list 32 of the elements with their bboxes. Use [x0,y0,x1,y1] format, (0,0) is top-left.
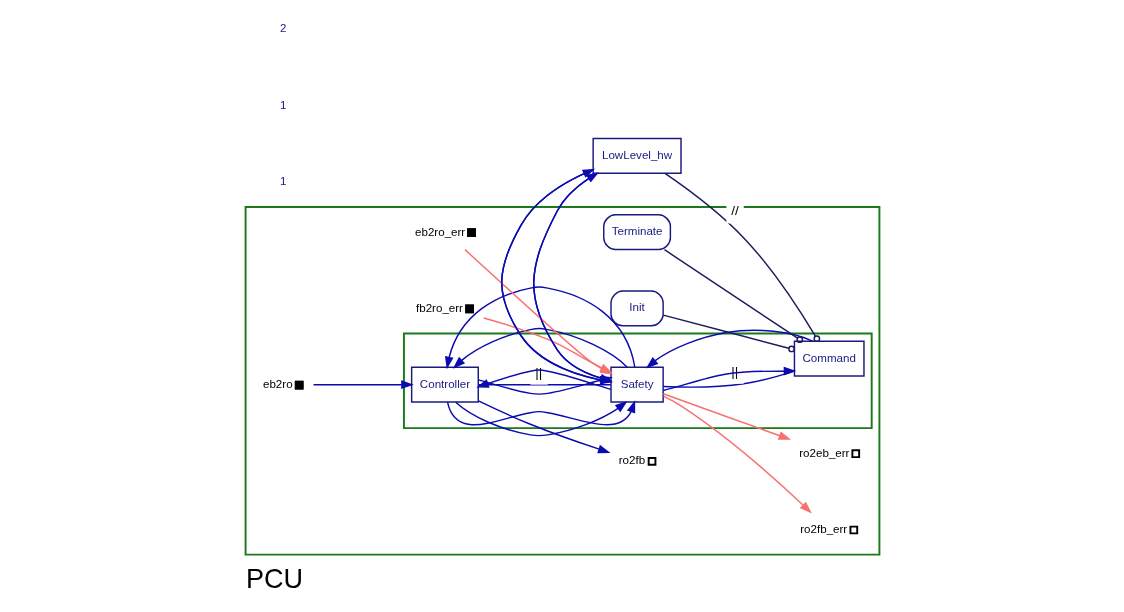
node-box: Command [793,340,865,377]
connector [663,249,803,344]
label: 1 [279,98,286,111]
edge-label: || [534,364,542,380]
node-label: ro2fb [618,454,645,467]
arrow [452,327,628,369]
label: 2 [279,22,286,35]
node-label: eb2ro [262,378,293,391]
node-box: LowLevel_hw [591,137,682,174]
arrow [446,400,635,426]
node-label: ro2eb_err [798,446,849,459]
arrow [662,395,812,514]
arrow [662,393,791,440]
diagram-title: PCU [245,563,303,594]
node-box: Safety [609,366,664,403]
arrow [312,380,414,390]
node-box: Terminate [602,214,671,251]
edge-label: // [730,203,739,219]
arrow [645,329,813,369]
node-label: fb2ro_err [415,301,463,314]
arrow [454,400,628,437]
connector [663,172,820,343]
connector [662,314,795,353]
cluster [244,206,880,556]
label: 1 [279,174,286,187]
node-label: eb2ro_err [414,225,465,238]
node-box: Controller [410,366,479,403]
arrow [444,286,635,370]
node-box: Init [609,290,664,327]
edge-label: || [730,363,738,379]
node-label: ro2fb_err [799,522,847,535]
arrow [477,400,611,454]
